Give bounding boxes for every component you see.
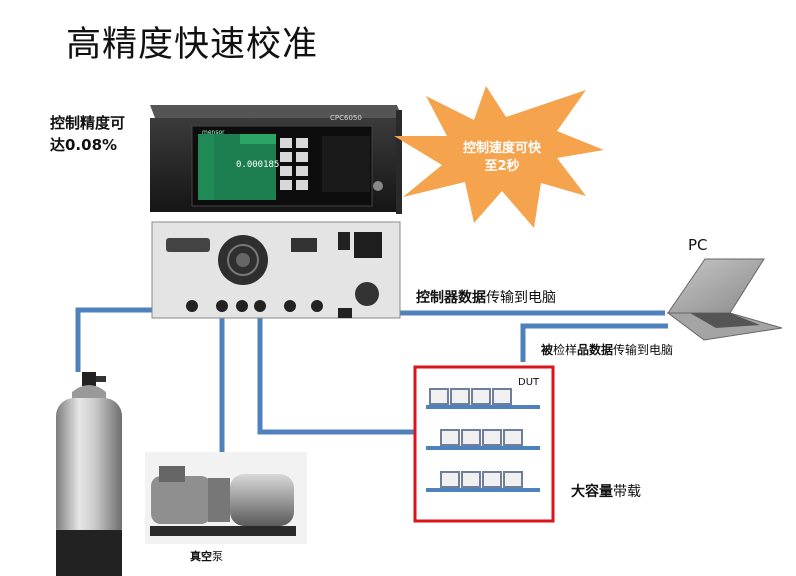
dut-box (413, 365, 555, 523)
device-brand: mensor (202, 129, 225, 136)
vacuum-pump-label: 真空泵 (190, 550, 223, 563)
dut-label: DUT (518, 377, 540, 388)
vacuum-pump (145, 452, 307, 544)
gas-cylinder (56, 372, 122, 576)
speed-burst (394, 86, 604, 228)
dut-link-label: 被检样品数据传输到电脑 (541, 343, 674, 357)
controller-front (150, 105, 402, 214)
accuracy-label: 控制精度可 达0.08% (50, 114, 126, 154)
device-model: CPC6050 (330, 114, 362, 122)
pc-label: PC (688, 236, 708, 254)
page-title: 高精度快速校准 (66, 25, 319, 65)
pipes (75, 306, 668, 455)
device-reading: 0.000185 (236, 160, 280, 170)
speed-label: 控制速度可快 至2秒 (462, 141, 541, 174)
capacity-label: 大容量带载 (571, 484, 641, 500)
laptop (666, 258, 783, 341)
controller-link-label: 控制器数据传输到电脑 (416, 290, 556, 306)
controller-back (151, 221, 401, 319)
